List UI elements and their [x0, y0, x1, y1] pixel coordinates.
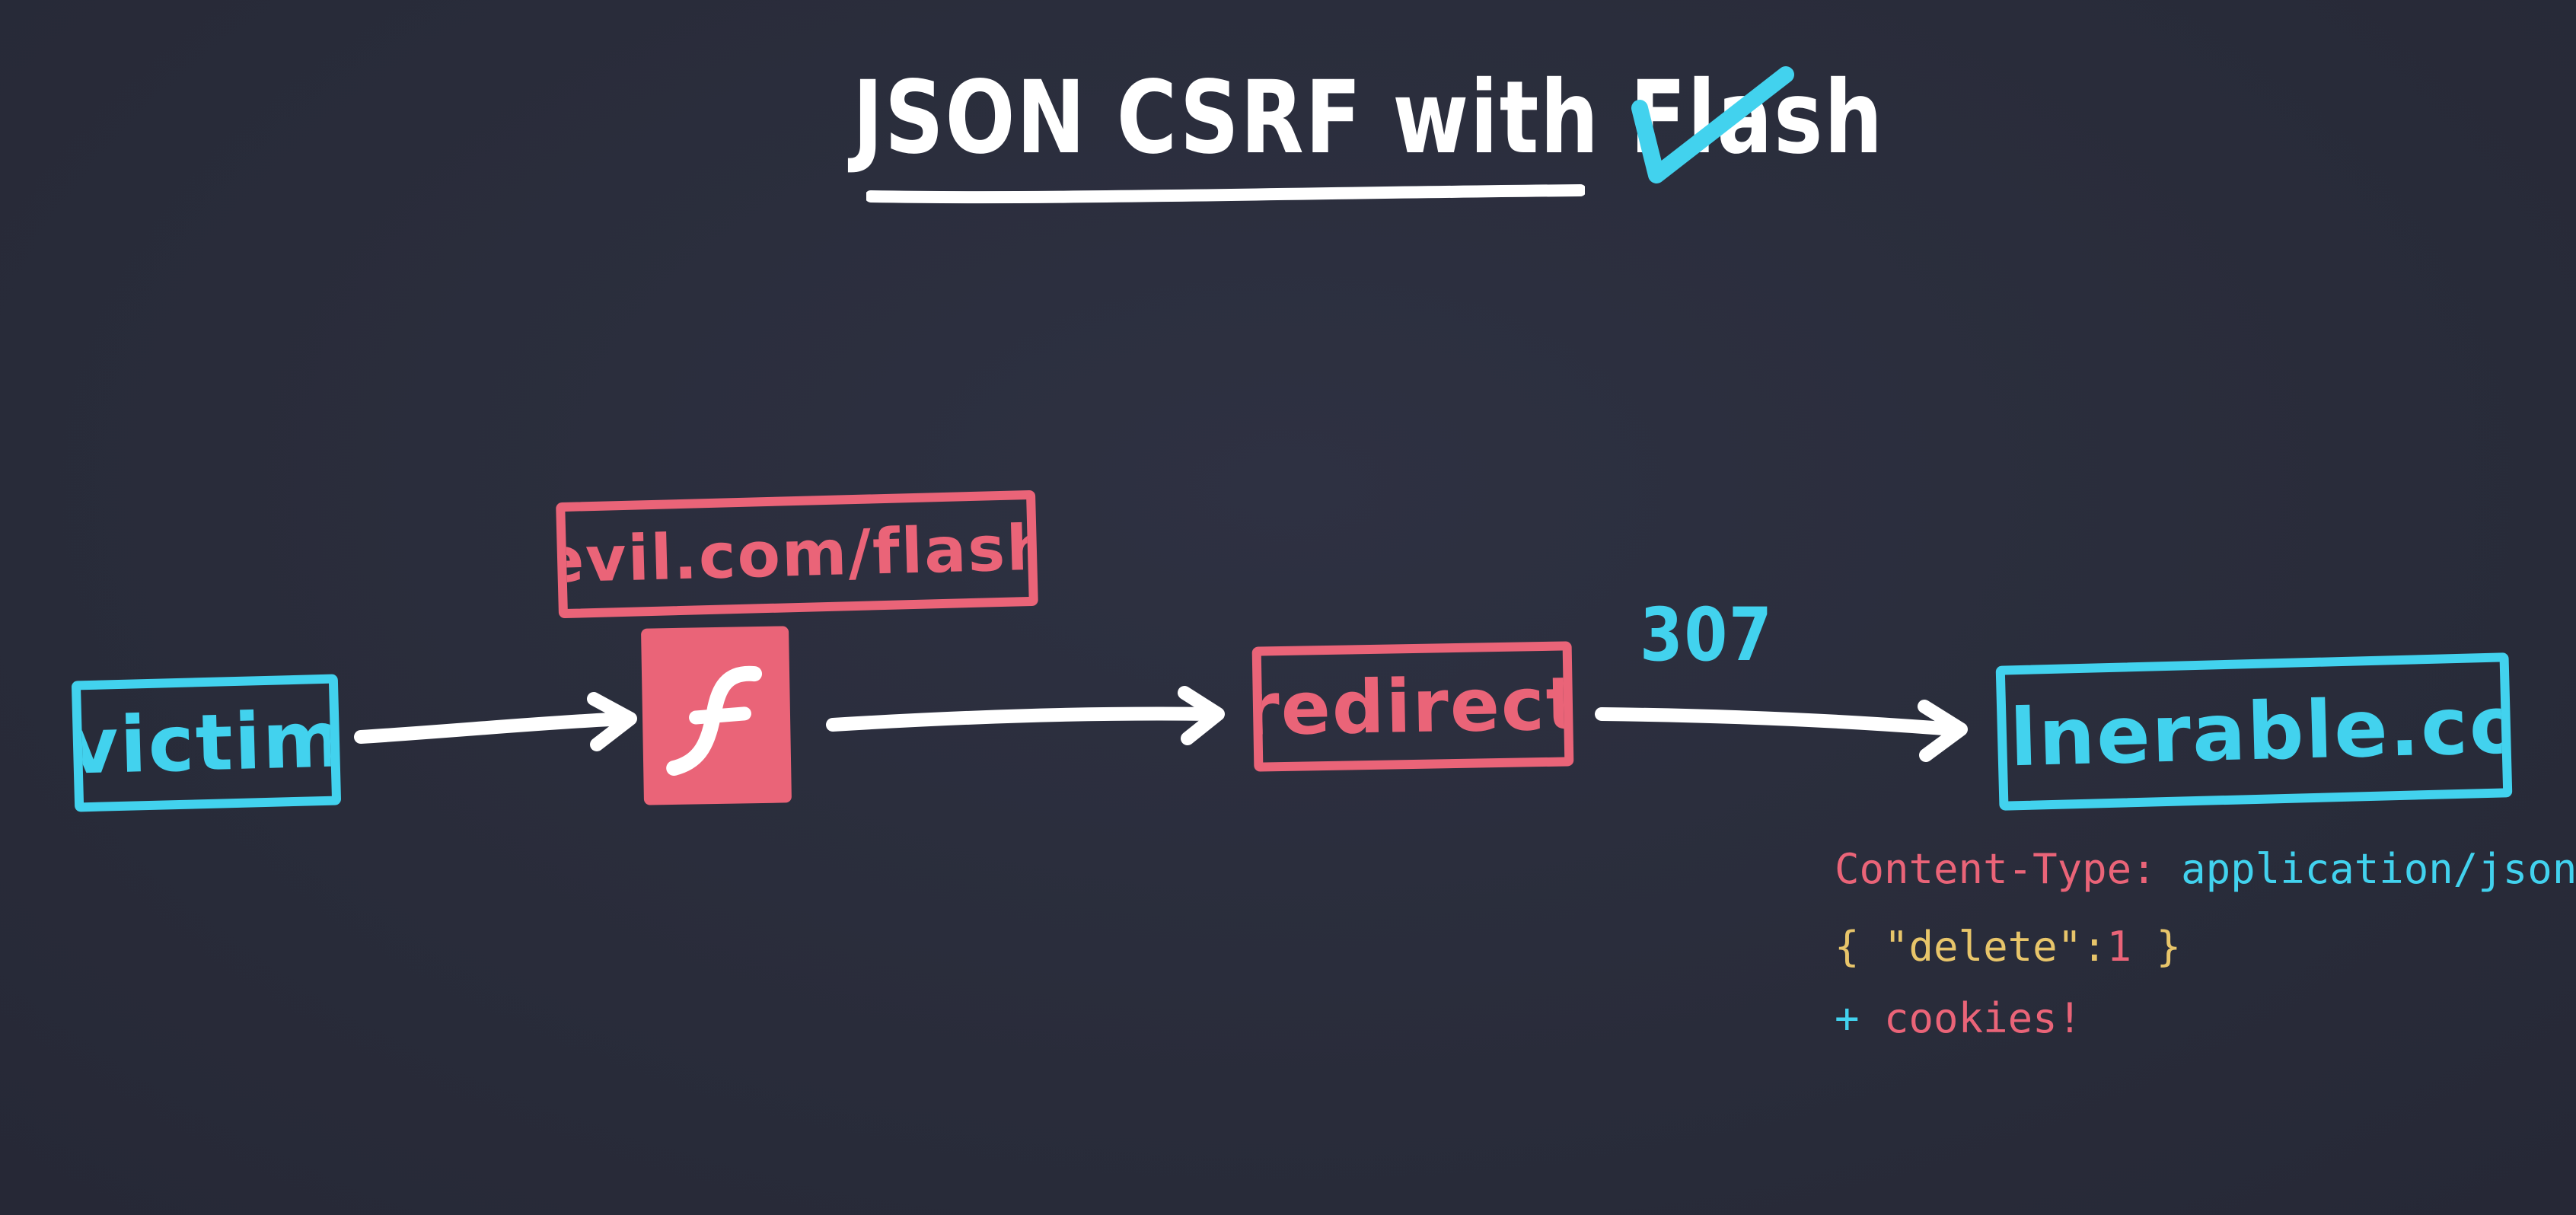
victim-node: victim: [71, 674, 342, 812]
header-key: Content-Type:: [1835, 845, 2157, 893]
body-value: 1: [2106, 923, 2132, 971]
title-underline: [866, 184, 1585, 204]
body-close-brace: }: [2156, 923, 2182, 971]
header-value: application/json: [2181, 845, 2576, 893]
evil-flash-label: evil.com/flash: [556, 511, 1038, 598]
arrow-victim-to-flash: [354, 692, 637, 751]
status-307-label: 307: [1640, 592, 1774, 678]
request-cookies-line: + cookies!: [1835, 994, 2082, 1042]
flash-logo-icon: [640, 626, 792, 805]
request-header-line: Content-Type: application/json: [1835, 845, 2576, 893]
vulnerable-label: vulnerable.com: [1995, 675, 2513, 788]
redirect-node: redirect: [1251, 641, 1574, 772]
cookies-text: cookies!: [1884, 994, 2083, 1042]
arrow-redirect-to-vulnerable: [1595, 700, 1968, 762]
request-body-line: { "delete":1 }: [1835, 923, 2181, 971]
arrow-flash-to-redirect: [826, 686, 1225, 745]
body-open-brace: {: [1835, 923, 1860, 971]
body-colon: :: [2082, 923, 2107, 971]
body-key: "delete": [1884, 923, 2083, 971]
plus-sign: +: [1835, 994, 1860, 1042]
redirect-label: redirect: [1251, 661, 1574, 752]
victim-label: victim: [71, 694, 342, 792]
checkmark-icon: [1631, 66, 1794, 183]
vulnerable-node: vulnerable.com: [1995, 652, 2513, 811]
evil-flash-node: evil.com/flash: [556, 490, 1038, 619]
diagram-title: JSON CSRF with Flash: [853, 59, 1884, 177]
